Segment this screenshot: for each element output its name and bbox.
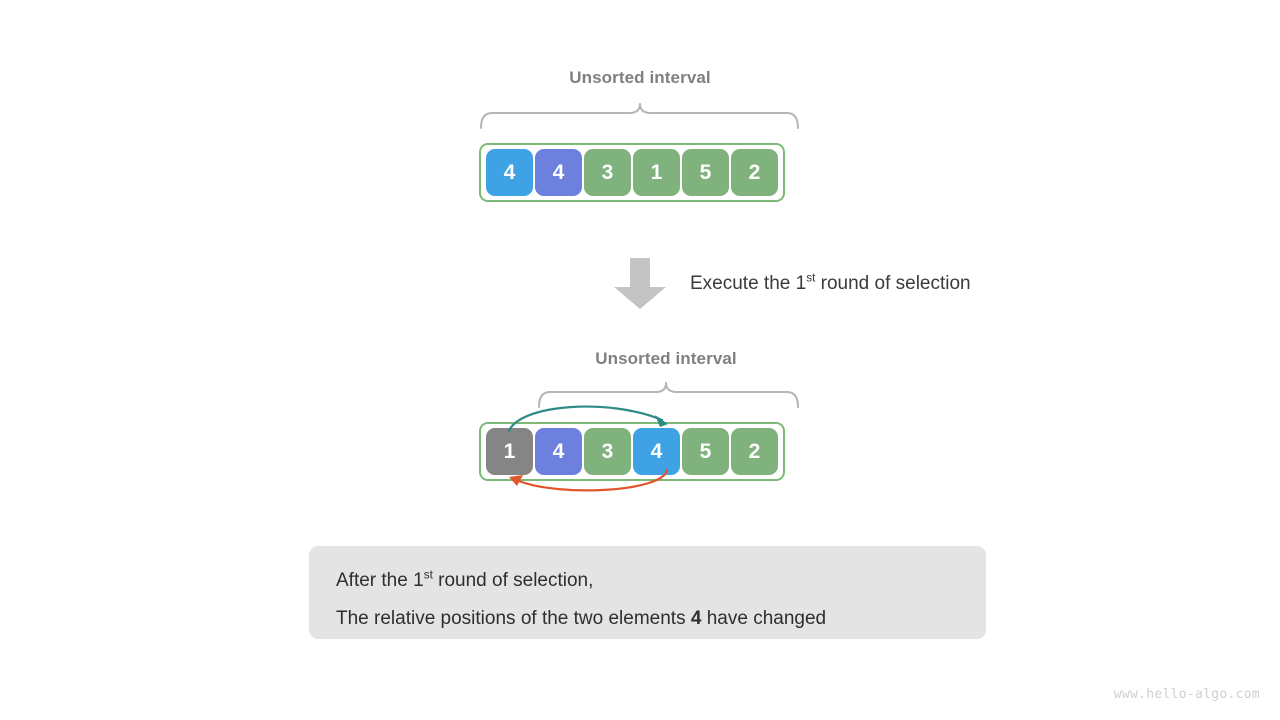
caption-line1-after: round of selection, — [432, 570, 594, 591]
unsorted-interval-label-step1: Unsorted interval — [569, 68, 711, 87]
array-cell: 3 — [584, 428, 631, 475]
transition-ordinal: 1 — [795, 273, 807, 294]
array-cell: 1 — [633, 149, 680, 196]
transition-text: Execute the 1st round of selection — [690, 271, 971, 295]
caption-line1-before: After the — [336, 570, 414, 591]
caption-line1-suffix: st — [423, 568, 433, 582]
caption-line-1: After the 1st round of selection, — [336, 562, 986, 600]
array-cell: 4 — [535, 149, 582, 196]
caption-line1-ordinal: 1 — [413, 570, 424, 591]
watermark: www.hello-algo.com — [1113, 687, 1260, 702]
caption-line2-after: have changed — [701, 608, 827, 629]
brace-step1 — [480, 103, 799, 129]
transition-text-before: Execute the — [690, 273, 796, 294]
caption-line2-before: The relative positions of the two elemen… — [336, 608, 691, 629]
array-cell: 5 — [682, 428, 729, 475]
array-cell: 4 — [486, 149, 533, 196]
array-step1: 4 4 3 1 5 2 — [479, 143, 785, 202]
transition-text-after: round of selection — [815, 273, 971, 294]
unsorted-interval-label-step2: Unsorted interval — [595, 349, 737, 368]
transition-ordinal-suffix: st — [806, 271, 816, 285]
array-step2: 1 4 3 4 5 2 — [479, 422, 785, 481]
brace-step2 — [538, 382, 799, 408]
array-cell: 4 — [535, 428, 582, 475]
array-cell: 5 — [682, 149, 729, 196]
array-cell: 2 — [731, 428, 778, 475]
array-cell: 2 — [731, 149, 778, 196]
caption-line-2: The relative positions of the two elemen… — [336, 600, 986, 638]
down-arrow-icon — [613, 258, 667, 315]
caption-line2-bold: 4 — [690, 608, 702, 629]
array-cell: 1 — [486, 428, 533, 475]
array-cell: 3 — [584, 149, 631, 196]
array-cell: 4 — [633, 428, 680, 475]
caption-box: After the 1st round of selection, The re… — [309, 546, 986, 639]
